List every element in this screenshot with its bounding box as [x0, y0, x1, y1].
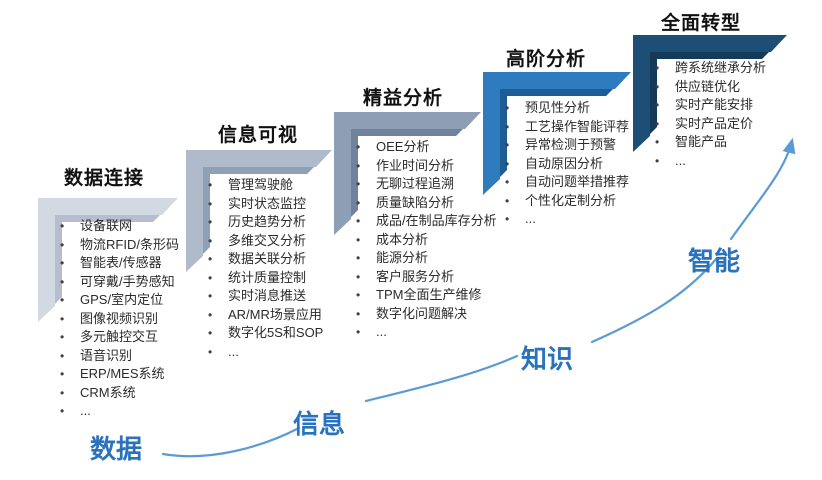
list-item: AR/MR场景应用 [204, 306, 354, 325]
stage-3-title: 精益分析 [363, 88, 444, 109]
list-item: ... [56, 402, 206, 421]
stage-5-ribbon-band [633, 35, 787, 152]
list-item: 成本分析 [352, 231, 502, 250]
list-item: 质量缺陷分析 [352, 194, 502, 213]
list-item: 设备联网 [56, 217, 206, 236]
stage-4-list: 预见性分析工艺操作智能评荐异常检测于预警自动原因分析自动问题举措推荐个性化定制分… [501, 99, 651, 229]
list-item: 数字化问题解决 [352, 305, 502, 324]
list-item: 供应链优化 [651, 78, 801, 97]
stage-1-ribbon-band [38, 198, 178, 322]
list-item: TPM全面生产维修 [352, 286, 502, 305]
list-item: 历史趋势分析 [204, 213, 354, 232]
growth-curve-segment-3 [590, 256, 719, 344]
list-item: ... [204, 343, 354, 362]
stage-1-list: 设备联网物流RFID/条形码智能表/传感器可穿戴/手势感知GPS/室内定位图像视… [56, 217, 206, 421]
stage-2-title: 信息可视 [218, 125, 299, 146]
list-item: 能源分析 [352, 249, 502, 268]
list-item: 智能表/传感器 [56, 254, 206, 273]
list-item: 实时产品定价 [651, 115, 801, 134]
list-item: GPS/室内定位 [56, 291, 206, 310]
list-item: ... [352, 323, 502, 342]
progression-label-knowledge: 知识 [521, 344, 574, 374]
list-item: 管理驾驶舱 [204, 176, 354, 195]
list-item: 实时消息推送 [204, 287, 354, 306]
progression-label-information: 信息 [293, 409, 346, 439]
list-item: 智能产品 [651, 133, 801, 152]
list-item: ... [501, 210, 651, 229]
stage-3-ribbon [334, 112, 481, 235]
list-item: 数据关联分析 [204, 250, 354, 269]
list-item: 数字化5S和SOP [204, 324, 354, 343]
list-item: 物流RFID/条形码 [56, 236, 206, 255]
list-item: 可穿戴/手势感知 [56, 273, 206, 292]
stage-5-ribbon [633, 35, 787, 152]
list-item: OEE分析 [352, 138, 502, 157]
growth-curve-segment-1 [161, 426, 301, 458]
list-item: 实时状态监控 [204, 195, 354, 214]
list-item: 自动原因分析 [501, 155, 651, 174]
stage-4-ribbon-band [483, 72, 631, 195]
stage-2-list: 管理驾驶舱实时状态监控历史趋势分析多维交叉分析数据关联分析统计质量控制实时消息推… [204, 176, 354, 361]
stage-2-ribbon [186, 150, 332, 272]
progression-label-intelligence: 智能 [688, 246, 741, 276]
stage-3-list: OEE分析作业时间分析无聊过程追溯质量缺陷分析成品/在制品库存分析成本分析能源分… [352, 138, 502, 342]
list-item: ... [651, 152, 801, 171]
stage-1-title: 数据连接 [64, 168, 145, 189]
list-item: 个性化定制分析 [501, 192, 651, 211]
list-item: 预见性分析 [501, 99, 651, 118]
list-item: 实时产能安排 [651, 96, 801, 115]
list-item: 异常检测于预警 [501, 136, 651, 155]
growth-curve-segment-2 [364, 354, 519, 403]
list-item: 多元触控交互 [56, 328, 206, 347]
list-item: 客户服务分析 [352, 268, 502, 287]
list-item: 工艺操作智能评荐 [501, 118, 651, 137]
stage-3-ribbon-band [334, 112, 481, 235]
list-item: 图像视频识别 [56, 310, 206, 329]
list-item: 跨系统继承分析 [651, 59, 801, 78]
list-item: ERP/MES系统 [56, 365, 206, 384]
list-item: 自动问题举措推荐 [501, 173, 651, 192]
stage-1-ribbon [38, 198, 178, 322]
list-item: 成品/在制品库存分析 [352, 212, 502, 231]
stage-4-title: 高阶分析 [506, 49, 587, 70]
list-item: 多维交叉分析 [204, 232, 354, 251]
list-item: CRM系统 [56, 384, 206, 403]
list-item: 无聊过程追溯 [352, 175, 502, 194]
list-item: 作业时间分析 [352, 157, 502, 176]
stage-5-title: 全面转型 [661, 13, 742, 34]
stage-4-ribbon [483, 72, 631, 195]
stage-5-list: 跨系统继承分析供应链优化实时产能安排实时产品定价智能产品... [651, 59, 801, 170]
list-item: 统计质量控制 [204, 269, 354, 288]
list-item: 语音识别 [56, 347, 206, 366]
progression-label-data: 数据 [90, 434, 143, 464]
stage-2-ribbon-band [186, 150, 332, 272]
